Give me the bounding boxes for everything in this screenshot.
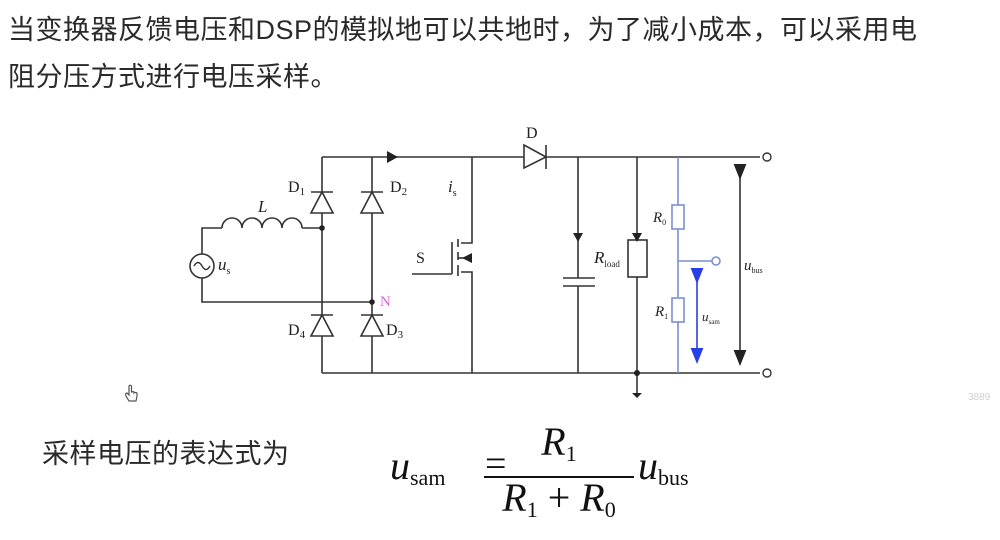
output-terminal-bottom (762, 368, 772, 378)
load-current-arrow (632, 233, 642, 242)
fraction-bar (484, 476, 634, 478)
formula-numerator: R1 (541, 419, 577, 466)
source-wire-top (201, 227, 222, 230)
output-terminal-top (762, 152, 772, 162)
label-diode-d: D (526, 125, 538, 142)
label-current: is (448, 177, 457, 199)
inductor (221, 217, 303, 229)
formula-lhs: usam (390, 443, 446, 490)
formula-rhs: ubus (638, 443, 689, 490)
diode-d3 (359, 313, 385, 337)
label-source: us (218, 255, 231, 277)
junction-n (369, 299, 375, 305)
junction-inductor (319, 225, 325, 231)
switch-source-wire (461, 271, 473, 373)
switch-source-arrow (462, 253, 472, 263)
junction-ground (634, 370, 640, 376)
capacitor-current-arrow (573, 233, 583, 242)
label-load: Rload (593, 248, 620, 269)
sample-output-terminal (711, 256, 721, 266)
label-d3: D3 (386, 322, 404, 341)
label-d4: D4 (288, 322, 306, 341)
text-segment: 当变换器反馈电压和 (8, 15, 256, 46)
resistor-r0 (671, 204, 685, 230)
hand-cursor-icon (124, 384, 140, 408)
text-segment: 的模拟地可以共地时，为了减小成本，可以采用电 (312, 15, 918, 46)
label-r0: R0 (652, 210, 666, 227)
diode-d2 (359, 190, 385, 214)
dsp-term: DSP (255, 15, 313, 45)
label-vbus: ubus (744, 258, 763, 275)
label-d1: D1 (288, 179, 305, 198)
label-node-n: N (380, 294, 391, 310)
watermark: 3889 (968, 392, 991, 403)
label-inductor: L (257, 197, 267, 216)
label-switch: S (416, 250, 425, 267)
intro-paragraph-line-2: 阻分压方式进行电压采样。 (8, 62, 338, 93)
formula-caption: 采样电压的表达式为 (42, 439, 290, 470)
switch-drain-wire (461, 157, 473, 244)
label-vsam: usam (702, 309, 720, 326)
label-r1: R1 (654, 304, 668, 321)
diode-d-boost (523, 143, 548, 170)
load-resistor (627, 239, 648, 278)
diode-d1 (309, 190, 335, 214)
resistor-r1 (671, 297, 685, 323)
formula-equals: = (485, 443, 507, 485)
diode-d4 (309, 313, 335, 337)
current-arrow-top (387, 151, 398, 163)
formula-denominator: R1 + R0 (502, 475, 616, 522)
intro-paragraph-line-1: 当变换器反馈电压和DSP的模拟地可以共地时，为了减小成本，可以采用电 (8, 10, 918, 51)
switch-gate (412, 242, 453, 275)
circuit-diagram: D1 D2 D4 D3 L us is S N D Rload R0 R1 ub… (189, 125, 772, 398)
source-wire-bottom (201, 278, 372, 303)
ac-sine-icon (193, 261, 211, 271)
ground-arrow (632, 393, 642, 398)
label-d2: D2 (390, 179, 407, 198)
capacitor-plates (563, 277, 595, 287)
